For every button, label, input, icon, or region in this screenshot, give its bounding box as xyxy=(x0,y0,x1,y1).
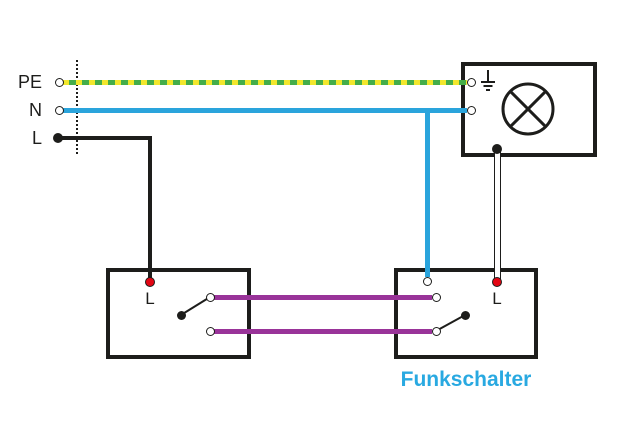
right-switch-n-terminal xyxy=(422,276,432,286)
live-wire-horizontal xyxy=(58,135,152,141)
n-rail-label: N xyxy=(29,100,42,120)
lamp-pe-terminal xyxy=(466,77,476,87)
earth-ground-icon xyxy=(481,70,495,91)
left-switch-l-label: L xyxy=(145,289,155,308)
right-switch-live-terminal xyxy=(492,277,502,287)
switched-wire-top xyxy=(214,294,432,300)
right-switch-pivot xyxy=(460,310,470,320)
lamp-icon xyxy=(501,82,555,136)
switched-wire-bottom xyxy=(214,328,432,334)
left-switch-bottom-terminal xyxy=(205,326,215,336)
installation-boundary-line xyxy=(76,60,78,154)
right-switch-bottom-terminal xyxy=(431,326,441,336)
left-switch-pivot xyxy=(176,310,186,320)
lamp-n-terminal xyxy=(466,105,476,115)
live-wire-vertical xyxy=(147,135,152,278)
n-source-terminal xyxy=(54,105,64,115)
funkschalter-caption: Funkschalter xyxy=(400,368,532,391)
pe-source-terminal xyxy=(54,77,64,87)
neutral-wire-horizontal xyxy=(63,107,467,113)
pe-wire xyxy=(63,79,467,85)
lamp-return-wire xyxy=(493,149,501,282)
l-rail-label: L xyxy=(31,128,42,148)
left-switch-live-terminal xyxy=(145,277,155,287)
l-source-terminal xyxy=(53,133,63,143)
right-switch-top-terminal xyxy=(431,292,441,302)
neutral-wire-branch xyxy=(424,110,430,277)
lamp-return-terminal xyxy=(492,144,502,154)
pe-rail-label: PE xyxy=(17,72,42,92)
left-switch-top-terminal xyxy=(205,292,215,302)
right-switch-l-label: L xyxy=(492,289,502,308)
